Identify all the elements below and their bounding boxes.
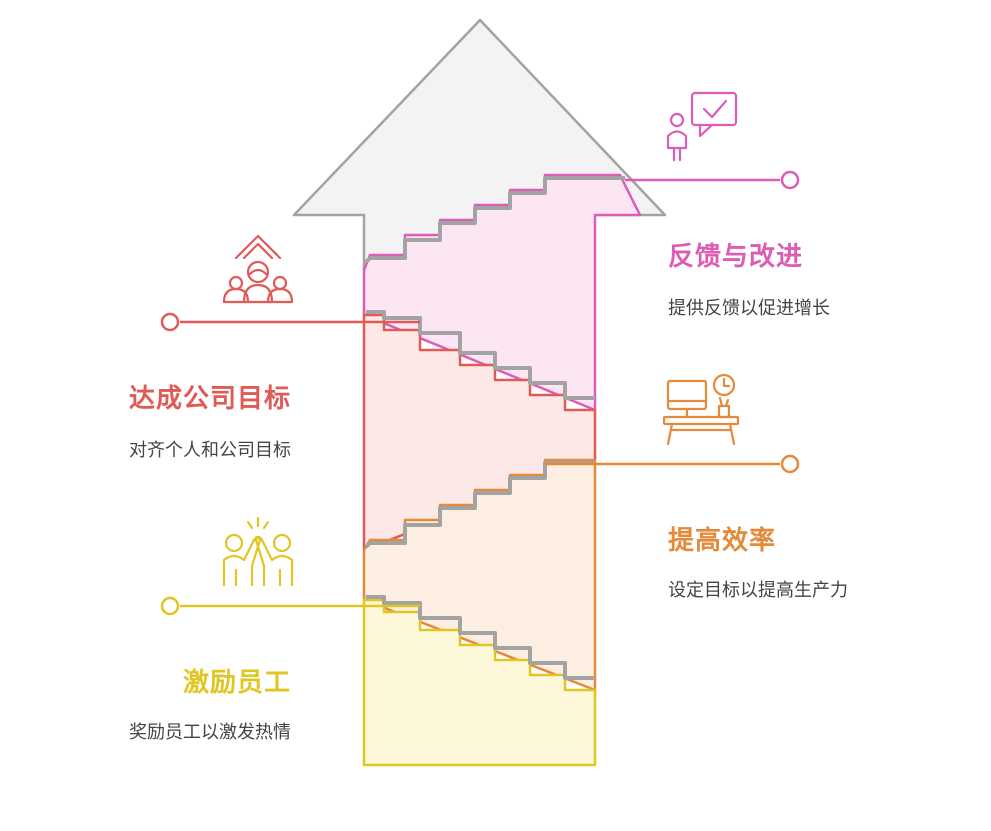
step-desc-feedback: 提供反馈以促进增长 [668, 298, 830, 319]
band-goals [362, 313, 597, 552]
step-desc-efficiency: 设定目标以提高生产力 [668, 580, 848, 601]
team-growth-arrow-icon [222, 234, 294, 304]
band-motivate [362, 598, 597, 767]
step-title-efficiency: 提高效率 [668, 526, 777, 556]
person-feedback-check-icon [666, 91, 738, 162]
desk-clock-icon [662, 373, 740, 446]
connectors [160, 170, 800, 616]
step-title-feedback: 反馈与改进 [668, 242, 804, 272]
stair-edges [364, 176, 625, 680]
step-desc-goals: 对齐个人和公司目标 [129, 440, 291, 461]
high-five-people-icon [222, 516, 294, 587]
step-title-motivate: 激励员工 [182, 668, 291, 698]
step-desc-motivate: 奖励员工以激发热情 [129, 722, 291, 743]
step-title-goals: 达成公司目标 [128, 384, 291, 414]
